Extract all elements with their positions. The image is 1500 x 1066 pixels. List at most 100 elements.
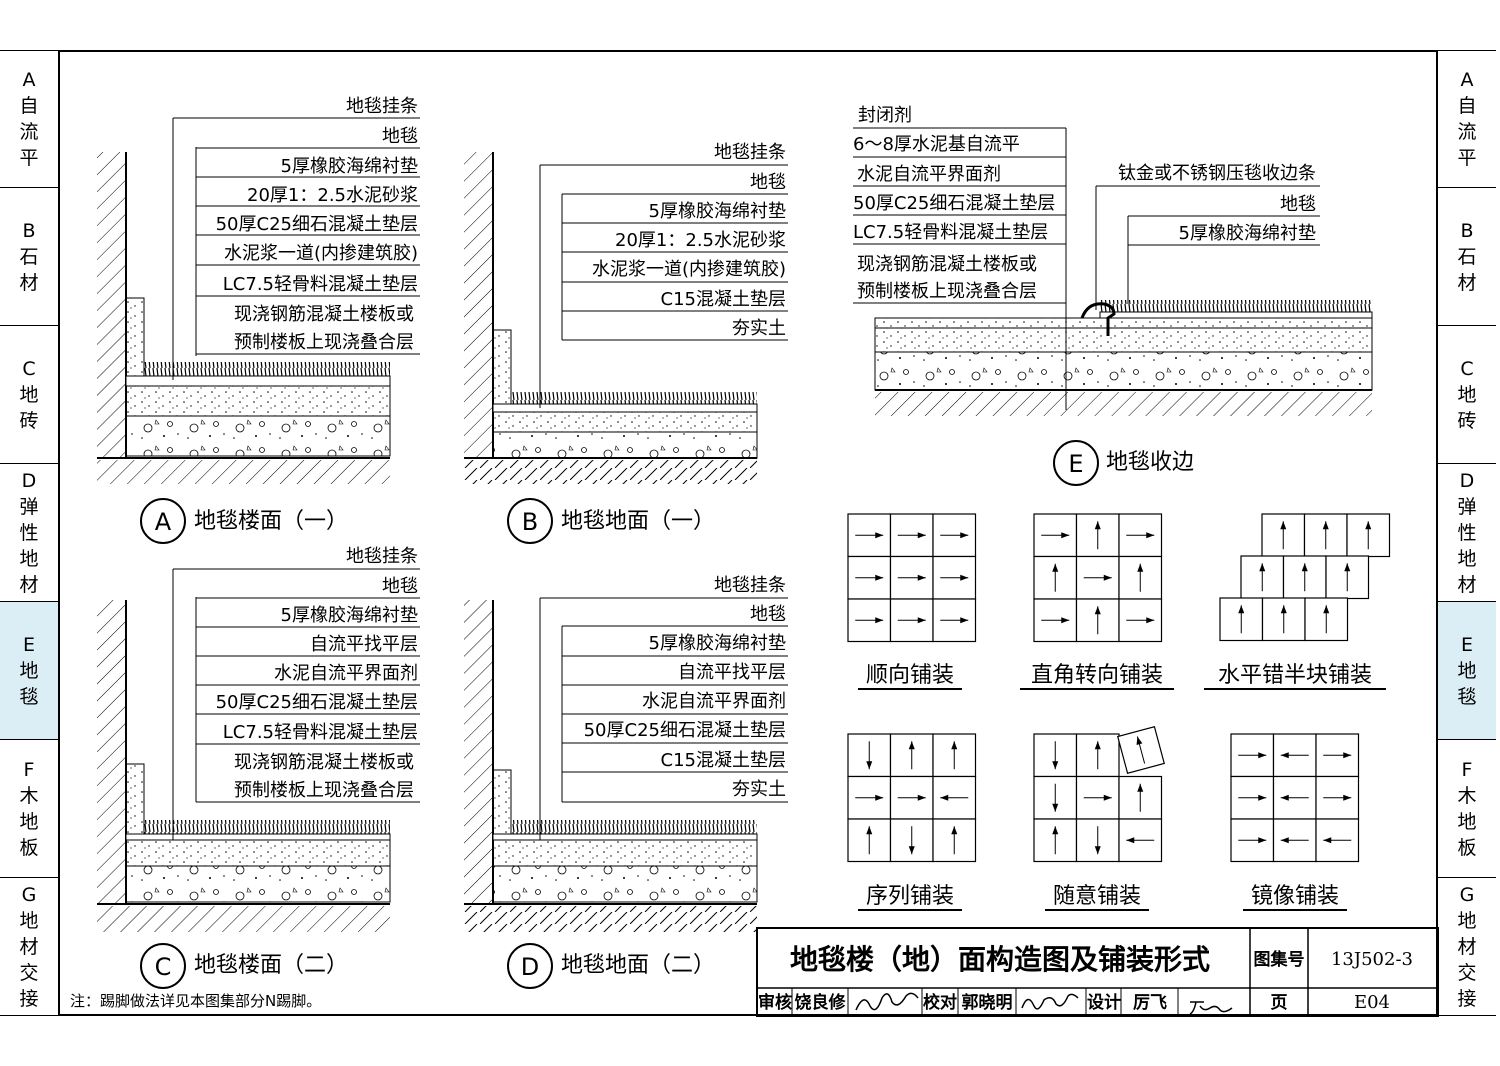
side-tab-g[interactable]: G 地 材 交 接: [0, 878, 58, 1016]
pattern-random: [1033, 725, 1166, 863]
layer-label: 5厚橡胶海绵衬垫: [1179, 223, 1316, 244]
layer-label: 地毯: [382, 126, 418, 147]
tab-char: 毯: [19, 685, 39, 708]
detail-title: 地毯楼面（二）: [194, 953, 348, 978]
tile-arrow-head: [1094, 606, 1101, 615]
layer-label: 水泥浆一道(内掺建筑胶): [592, 259, 786, 280]
carpet-pile: [144, 362, 390, 376]
tile-arrow-head: [917, 532, 926, 539]
layer-label: 地毯: [750, 172, 786, 193]
laying-patterns: [847, 513, 1391, 863]
side-tab-b[interactable]: B 石 材: [1438, 188, 1496, 326]
wall-hatch: [464, 152, 492, 458]
side-tab-c[interactable]: C 地 砖: [1438, 326, 1496, 464]
detail-badge-circle: [507, 498, 553, 544]
detail-badge-circle: [140, 943, 186, 989]
tab-char: 毯: [1457, 685, 1477, 708]
side-tab-f[interactable]: F 木 地 板: [1438, 740, 1496, 878]
side-tab-a[interactable]: A 自 流 平: [0, 50, 58, 188]
side-tab-f[interactable]: F 木 地 板: [0, 740, 58, 878]
checker-name: 郭晓明: [962, 992, 1013, 1013]
carpet-tile: [1033, 818, 1078, 863]
detail-c: [97, 568, 420, 932]
layer-label: LC7.5轻骨料混凝土垫层: [853, 222, 1048, 243]
tile-arrow-head: [1322, 521, 1329, 530]
tab-char: 接: [19, 987, 39, 1010]
slab-hatch: [97, 906, 390, 932]
tile-arrow-head: [1323, 837, 1332, 844]
layer-label: 地毯: [750, 604, 786, 625]
tab-letter: F: [23, 758, 35, 781]
tile-arrow-head: [917, 794, 926, 801]
tab-char: 平: [19, 147, 39, 169]
layer-label: 地毯挂条: [346, 546, 418, 567]
carpet-pile: [511, 820, 757, 834]
tab-char: 交: [1457, 961, 1477, 984]
detail-b-labels: 地毯挂条 地毯 5厚橡胶海绵衬垫 20厚1：2.5水泥砂浆 水泥浆一道(内掺建筑…: [507, 142, 788, 544]
pattern-sequence: [847, 733, 977, 863]
tile-arrow-head: [917, 617, 926, 624]
layer-label: 夯实土: [732, 318, 786, 339]
tile-arrow-head: [866, 826, 873, 835]
layer-label: 5厚橡胶海绵衬垫: [281, 605, 418, 626]
self-leveling-layer: [492, 839, 758, 867]
check-label: 校对: [923, 992, 957, 1013]
detail-badge: E: [1068, 450, 1083, 478]
tile-arrow-head: [1344, 563, 1351, 572]
pattern-label: 随意铺装: [1053, 884, 1141, 909]
detail-badge: A: [155, 508, 172, 536]
layer-label: 地毯: [382, 576, 418, 597]
layer-label: 水泥自流平界面剂: [857, 164, 1001, 185]
page-label: 页: [1271, 993, 1288, 1013]
side-tab-d[interactable]: D 弹 性 地 材: [1438, 464, 1496, 602]
detail-badge-circle: [507, 943, 553, 989]
review-label: 审核: [758, 992, 792, 1013]
carpet-tile: [932, 555, 977, 600]
layer-label: 5厚橡胶海绵衬垫: [649, 201, 786, 222]
detail-badge-circle: [1053, 440, 1099, 486]
title-block: [756, 927, 1439, 1017]
tile-arrow-head: [1258, 752, 1267, 759]
self-leveling-layer: [874, 317, 1373, 329]
side-tab-a[interactable]: A 自 流 平: [1438, 50, 1496, 188]
tile-arrow-head: [960, 617, 969, 624]
side-tab-b[interactable]: B 石 材: [0, 188, 58, 326]
designer-signature: [1189, 1001, 1233, 1015]
tile-arrow-head: [1146, 532, 1155, 539]
detail-a-labels: 地毯挂条 地毯 5厚橡胶海绵衬垫 20厚1：2.5水泥砂浆 50厚C25细石混凝…: [140, 96, 420, 544]
tile-arrow-head: [960, 532, 969, 539]
checker-signature: [1021, 993, 1079, 1010]
side-tab-d[interactable]: D 弹 性 地 材: [0, 464, 58, 602]
skirting: [492, 769, 512, 839]
side-tab-g[interactable]: G 地 材 交 接: [1438, 878, 1496, 1016]
tile-arrow-head: [1136, 736, 1143, 745]
tab-char: 平: [1457, 147, 1477, 169]
layer-label: 预制楼板上现浇叠合层: [857, 281, 1037, 302]
layer-label: 自流平找平层: [678, 662, 786, 683]
cushion: [125, 833, 391, 841]
tab-char: 流: [1457, 121, 1477, 143]
tab-char: 石: [1457, 245, 1477, 268]
layer-label: 20厚1：2.5水泥砂浆: [615, 230, 786, 251]
reviewer-name: 饶良修: [795, 992, 847, 1013]
layer-label: 50厚C25细石混凝土垫层: [853, 193, 1055, 214]
tile-arrow-head: [917, 574, 926, 581]
tile-arrow-head: [1052, 826, 1059, 835]
label-underlines: [562, 193, 788, 341]
tile-arrow-head: [1094, 846, 1101, 855]
drawing-title: 地毯楼（地）面构造图及铺装形式: [790, 943, 1210, 976]
tab-char: 地: [19, 659, 39, 682]
tile-arrow-head: [1258, 794, 1267, 801]
side-tab-e[interactable]: E 地 毯: [0, 602, 58, 740]
layer-label: 预制楼板上现浇叠合层: [234, 780, 414, 801]
side-tab-e[interactable]: E 地 毯: [1438, 602, 1496, 740]
layer-label: 5厚橡胶海绵衬垫: [649, 633, 786, 654]
tile-arrow-head: [1103, 574, 1112, 581]
mortar-layer: [492, 411, 758, 433]
tab-letter: D: [21, 469, 37, 492]
side-tab-c[interactable]: C 地 砖: [0, 326, 58, 464]
tile-arrow-head: [875, 574, 884, 581]
atlas-number: 13J502-3: [1331, 949, 1413, 970]
tab-char: 木: [19, 784, 39, 807]
